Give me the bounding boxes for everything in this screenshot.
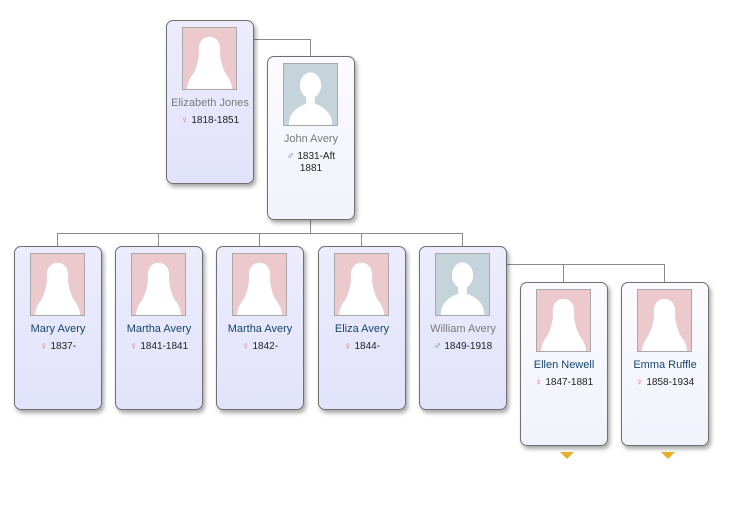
person-dates-row: ♂1849-1918	[420, 341, 506, 353]
person-name: William Avery	[430, 323, 496, 335]
person-card-elizabeth-jones[interactable]: Elizabeth Jones ♀1818-1851	[166, 20, 254, 184]
male-icon: ♂	[286, 151, 295, 162]
expand-arrow-icon[interactable]	[560, 452, 574, 459]
person-card-william-avery[interactable]: William Avery ♂1849-1918	[419, 246, 507, 410]
connector-line	[57, 233, 463, 234]
female-silhouette-photo	[334, 253, 389, 316]
person-name: Eliza Avery	[334, 323, 390, 335]
person-name: Ellen Newell	[533, 359, 595, 371]
female-icon: ♀	[129, 341, 138, 352]
female-silhouette-photo	[182, 27, 237, 90]
person-dates-row: ♀1842-	[217, 341, 303, 353]
female-icon: ♀	[39, 341, 48, 352]
person-dates: 1858-1934	[646, 377, 695, 388]
connector-line	[462, 233, 463, 247]
female-silhouette-photo	[30, 253, 85, 316]
person-dates: 1841-1841	[140, 341, 189, 352]
female-icon: ♀	[534, 377, 543, 388]
expand-arrow-icon[interactable]	[661, 452, 675, 459]
person-card-ellen-newell[interactable]: Ellen Newell ♀1847-1881	[520, 282, 608, 446]
person-dates-row: ♀1847-1881	[521, 377, 607, 389]
female-silhouette-photo	[536, 289, 591, 352]
male-silhouette-photo	[283, 63, 338, 126]
connector-line	[253, 39, 310, 40]
connector-line	[310, 39, 311, 57]
male-silhouette-photo	[435, 253, 490, 316]
person-card-emma-ruffle[interactable]: Emma Ruffle ♀1858-1934	[621, 282, 709, 446]
connector-line	[664, 264, 665, 283]
person-name: Elizabeth Jones	[171, 97, 249, 109]
connector-line	[259, 233, 260, 247]
female-silhouette-photo	[232, 253, 287, 316]
female-silhouette-photo	[637, 289, 692, 352]
person-name: Martha Avery	[227, 323, 293, 335]
person-dates-row: ♀1818-1851	[167, 115, 253, 127]
person-name: John Avery	[283, 133, 339, 145]
person-dates: 1818-1851	[191, 115, 240, 126]
person-card-eliza-avery[interactable]: Eliza Avery ♀1844-	[318, 246, 406, 410]
connector-line	[563, 264, 564, 283]
person-name: Mary Avery	[30, 323, 86, 335]
person-dates-row: ♂1831-Aft 1881	[268, 151, 354, 175]
male-icon: ♂	[433, 341, 442, 352]
female-icon: ♀	[241, 341, 250, 352]
person-card-martha-avery[interactable]: Martha Avery ♀1842-	[216, 246, 304, 410]
person-card-john-avery[interactable]: John Avery ♂1831-Aft 1881	[267, 56, 355, 220]
person-dates: 1849-1918	[444, 341, 493, 352]
person-dates-row: ♀1858-1934	[622, 377, 708, 389]
person-card-martha-avery[interactable]: Martha Avery ♀1841-1841	[115, 246, 203, 410]
connector-line	[361, 233, 362, 247]
connector-line	[505, 264, 665, 265]
person-dates: 1831-Aft 1881	[297, 151, 336, 174]
connector-line	[158, 233, 159, 247]
female-icon: ♀	[635, 377, 644, 388]
person-dates: 1842-	[252, 341, 279, 352]
person-dates-row: ♀1844-	[319, 341, 405, 353]
connector-line	[310, 219, 311, 233]
person-name: Martha Avery	[126, 323, 192, 335]
female-icon: ♀	[343, 341, 352, 352]
person-dates: 1847-1881	[545, 377, 594, 388]
person-dates: 1837-	[50, 341, 77, 352]
female-icon: ♀	[180, 115, 189, 126]
person-dates-row: ♀1837-	[15, 341, 101, 353]
person-dates: 1844-	[354, 341, 381, 352]
person-card-mary-avery[interactable]: Mary Avery ♀1837-	[14, 246, 102, 410]
person-name: Emma Ruffle	[633, 359, 697, 371]
person-dates-row: ♀1841-1841	[116, 341, 202, 353]
female-silhouette-photo	[131, 253, 186, 316]
connector-line	[57, 233, 58, 247]
